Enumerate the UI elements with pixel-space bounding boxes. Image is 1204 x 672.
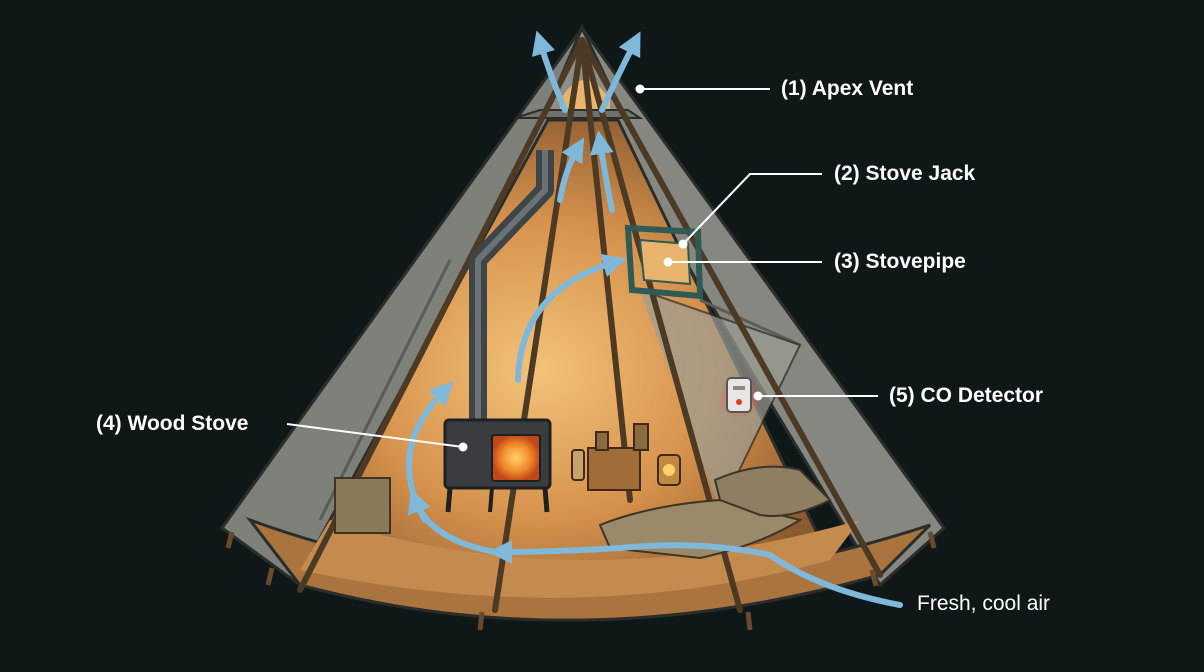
leader-stove-jack (682, 173, 822, 245)
callout-stove-jack: (2) Stove Jack (834, 162, 976, 185)
tent-stakes (225, 531, 937, 631)
storage-box (334, 477, 391, 534)
stovepipe-pipe (469, 150, 554, 420)
callout-stovepipe: (3) Stovepipe (834, 250, 966, 273)
camp-supplies (571, 423, 681, 491)
wood-stove-body (443, 418, 552, 513)
tent-canvas (219, 23, 947, 622)
co-detector-device (718, 375, 762, 419)
callout-apex-vent: (1) Apex Vent (781, 77, 914, 100)
fresh-air-label: Fresh, cool air (917, 592, 1051, 615)
leader-wood-stove (286, 423, 464, 448)
leader-lines (286, 84, 878, 452)
callout-co-detector: (5) CO Detector (889, 384, 1044, 407)
callout-wood-stove: (4) Wood Stove (96, 412, 249, 435)
airflow-arrows (406, 30, 903, 608)
